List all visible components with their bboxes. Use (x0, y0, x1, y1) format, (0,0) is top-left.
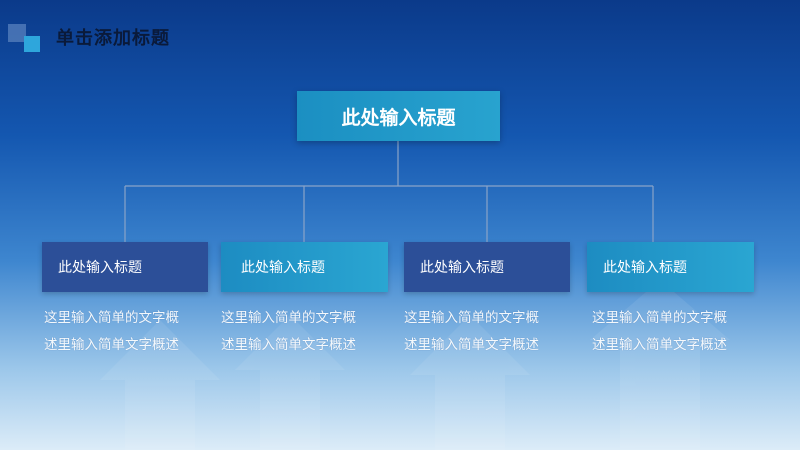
bg-arrow-shape (590, 280, 730, 450)
bg-arrow-shape (235, 315, 345, 450)
child-node-1[interactable]: 此处输入标题 (42, 242, 208, 292)
child-node-label: 此处输入标题 (420, 260, 504, 276)
description-line: 述里输入简单文字概述 (221, 337, 356, 353)
description-line: 述里输入简单文字概述 (44, 337, 179, 353)
child-node-4[interactable]: 此处输入标题 (587, 242, 754, 292)
child-description-1[interactable]: 这里输入简单的文字概 述里输入简单文字概述 (44, 305, 219, 359)
child-node-label: 此处输入标题 (241, 260, 325, 276)
root-node[interactable]: 此处输入标题 (297, 91, 500, 141)
child-node-3[interactable]: 此处输入标题 (404, 242, 570, 292)
child-node-label: 此处输入标题 (603, 260, 687, 276)
child-node-2[interactable]: 此处输入标题 (221, 242, 388, 292)
description-line: 这里输入简单的文字概 (592, 310, 727, 326)
description-line: 这里输入简单的文字概 (44, 310, 179, 326)
slide-title[interactable]: 单击添加标题 (56, 28, 170, 49)
description-line: 这里输入简单的文字概 (221, 310, 356, 326)
child-description-3[interactable]: 这里输入简单的文字概 述里输入简单文字概述 (404, 305, 579, 359)
bg-arrow-shape (410, 315, 530, 450)
logo-square-back (8, 24, 26, 42)
child-description-2[interactable]: 这里输入简单的文字概 述里输入简单文字概述 (221, 305, 396, 359)
description-line: 这里输入简单的文字概 (404, 310, 539, 326)
description-line: 述里输入简单文字概述 (404, 337, 539, 353)
root-node-label: 此处输入标题 (341, 106, 456, 129)
child-description-4[interactable]: 这里输入简单的文字概 述里输入简单文字概述 (592, 305, 767, 359)
bg-arrow-shape (100, 320, 220, 450)
child-node-label: 此处输入标题 (58, 260, 142, 276)
description-line: 述里输入简单文字概述 (592, 337, 727, 353)
logo-square-front (24, 36, 40, 52)
